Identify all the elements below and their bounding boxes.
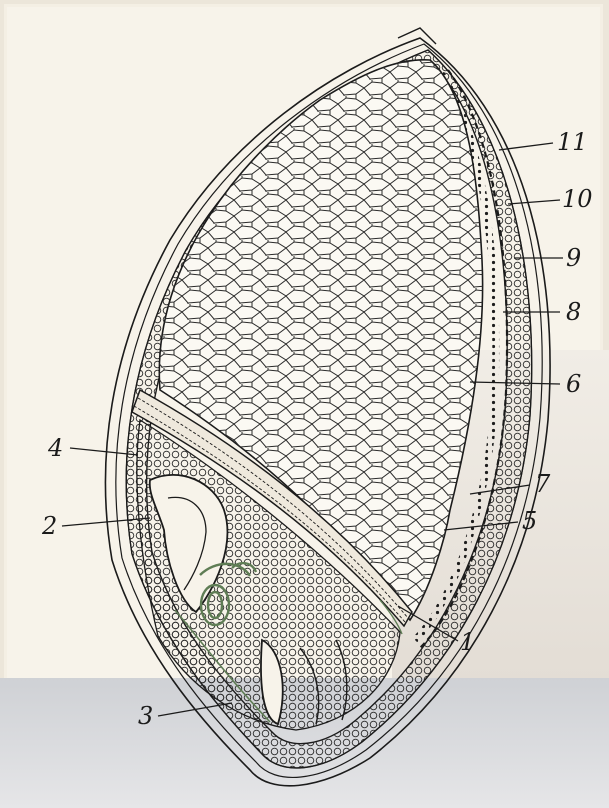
callout-11: 11 [557, 128, 588, 156]
callout-1: 1 [460, 628, 475, 656]
callout-3: 3 [138, 702, 153, 730]
callout-9: 9 [566, 244, 581, 272]
callout-2: 2 [41, 512, 57, 540]
callout-7: 7 [535, 470, 551, 498]
callout-10: 10 [562, 185, 593, 213]
callout-8: 8 [566, 298, 581, 326]
callout-5: 5 [522, 507, 537, 535]
callout-4: 4 [47, 434, 63, 462]
callout-6: 6 [566, 370, 581, 398]
seed-tip [398, 28, 436, 44]
